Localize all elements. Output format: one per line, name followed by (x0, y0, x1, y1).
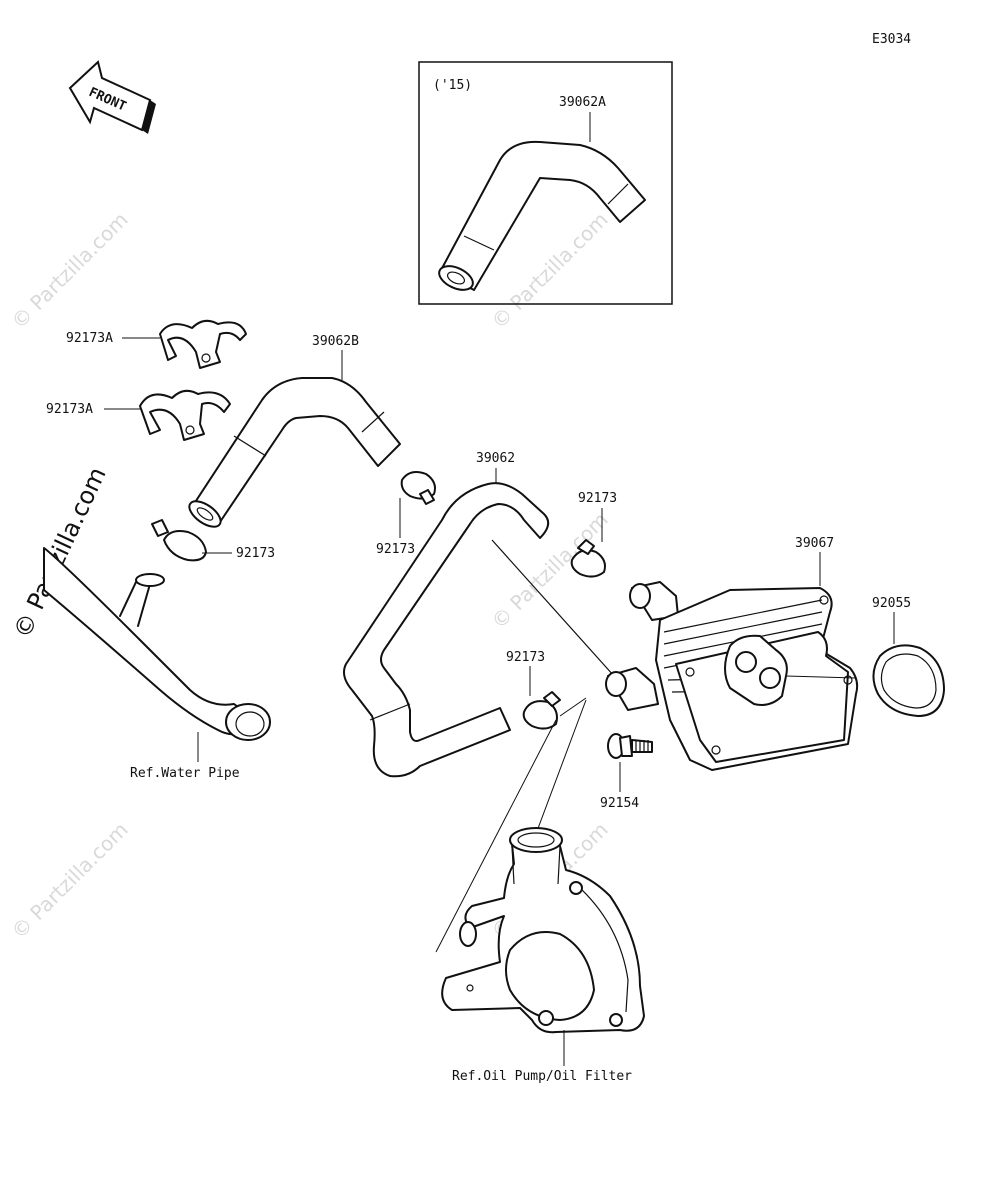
gasket-92055: 92055 (872, 596, 945, 717)
inset-box: ('15) 39062A (418, 61, 673, 305)
watermark: © Partzilla.com (7, 817, 133, 943)
oil-pump: Ref.Oil Pump/Oil Filter (441, 827, 645, 1084)
label-92173-4: 92173 (506, 650, 545, 665)
water-pipe: Ref.Water Pipe (43, 547, 271, 781)
label-92055: 92055 (872, 596, 911, 611)
inset-title: ('15) (433, 78, 472, 93)
label-92173-1: 92173 (236, 546, 275, 561)
watermark: © Partzilla.com (7, 207, 133, 333)
clamp-92173-right: 92173 (570, 491, 617, 578)
label-92173A-2: 92173A (46, 402, 93, 417)
label-39062A: 39062A (559, 95, 606, 110)
diagram-code: E3034 (872, 32, 911, 47)
label-92154: 92154 (600, 796, 639, 811)
label-39062: 39062 (476, 451, 515, 466)
ref-water-pipe-label: Ref.Water Pipe (130, 766, 240, 781)
front-arrow: FRONT (68, 60, 156, 134)
clamp-92173A-lower: 92173A (46, 389, 231, 441)
label-39062B: 39062B (312, 334, 359, 349)
clamp-92173A-upper: 92173A (66, 319, 247, 369)
label-39067: 39067 (795, 536, 834, 551)
hose-39062B: 39062B (188, 334, 401, 528)
hose-39062: 39062 (343, 451, 615, 778)
clamp-92173-upper-mid: 92173 (376, 471, 436, 557)
label-92173A-1: 92173A (66, 331, 113, 346)
label-92173-2: 92173 (376, 542, 415, 557)
clamp-92173-left: 92173 (151, 519, 275, 562)
clamp-92173-lower-mid: 92173 (506, 650, 587, 730)
label-92173-3: 92173 (578, 491, 617, 506)
bolt-92154: 92154 (600, 733, 653, 811)
oil-cooler-39067: 39067 (605, 536, 859, 771)
ref-oil-pump-label: Ref.Oil Pump/Oil Filter (452, 1069, 632, 1084)
